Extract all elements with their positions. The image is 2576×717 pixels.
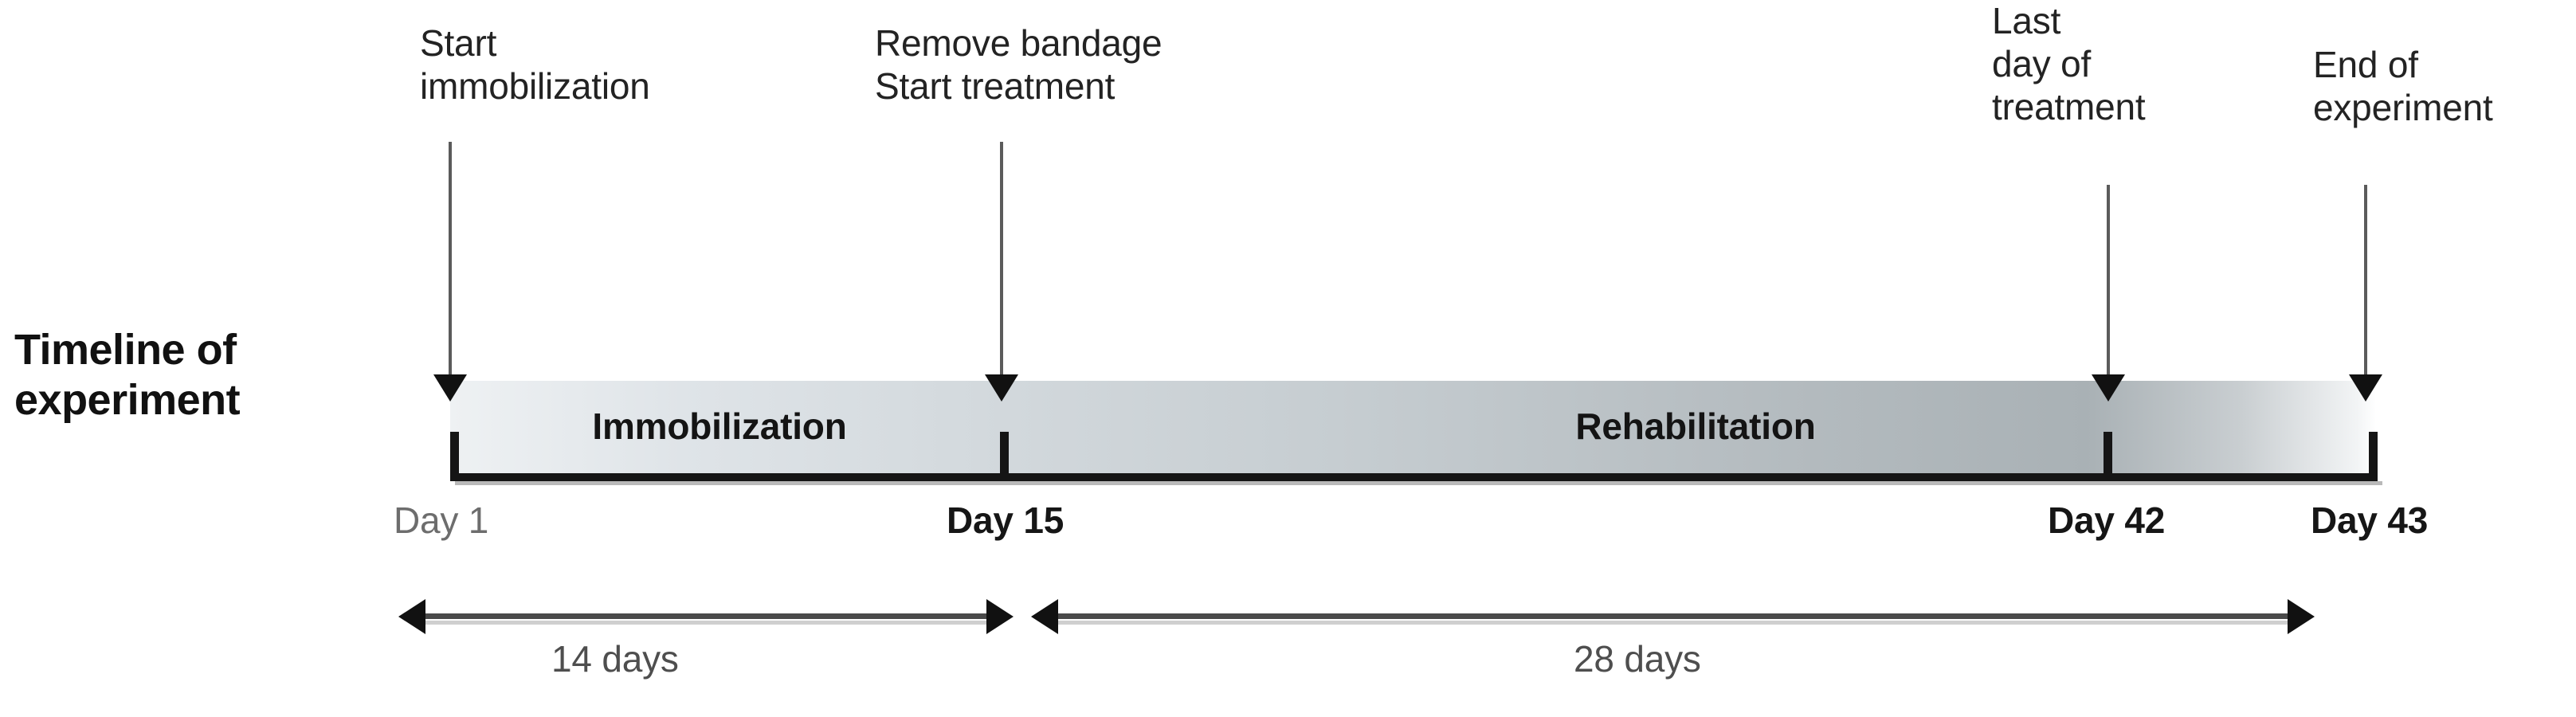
phase-label-rehabilitation: Rehabilitation [1575, 406, 1816, 447]
arrow-down-icon-end-of-experiment [2349, 374, 2382, 402]
measure-14-days-arrow-left-icon [398, 599, 425, 634]
measure-28-days-arrow-left-icon [1031, 599, 1058, 634]
measure-28-days-line [1052, 613, 2294, 619]
timeline-baseline-shadow [455, 481, 2382, 485]
timeline-baseline [450, 473, 2378, 481]
row-label-timeline-of-experiment: Timeline of experiment [14, 326, 241, 425]
callout-end-of-experiment: End of experiment [2313, 44, 2493, 128]
measure-14-days-arrow-right-icon [986, 599, 1014, 634]
day-43-label: Day 43 [2311, 500, 2429, 541]
day-42-label: Day 42 [2048, 500, 2166, 541]
tick-day-43 [2369, 432, 2378, 478]
arrow-down-icon-last-day-of-treatment [2092, 374, 2125, 402]
tick-day-1 [450, 432, 459, 478]
timeline-bar [450, 381, 2376, 475]
leader-line-start-immobilization [449, 142, 452, 374]
leader-line-remove-bandage-start-treatment [1000, 142, 1003, 374]
day-15-label: Day 15 [947, 500, 1065, 541]
callout-last-day-of-treatment: Last day of treatment [1992, 0, 2146, 127]
leader-line-end-of-experiment [2364, 185, 2367, 374]
measure-28-days-label: 28 days [1574, 638, 1701, 680]
arrow-down-icon-remove-bandage-start-treatment [985, 374, 1018, 402]
arrow-down-icon-start-immobilization [433, 374, 467, 402]
leader-line-last-day-of-treatment [2107, 185, 2110, 374]
measure-14-days-line [419, 613, 993, 619]
day-1-label: Day 1 [394, 500, 489, 541]
callout-start-immobilization: Start immobilization [420, 22, 650, 107]
measure-28-days-line-shadow [1055, 621, 2292, 625]
callout-remove-bandage-start-treatment: Remove bandage Start treatment [875, 22, 1163, 107]
measure-28-days-arrow-right-icon [2288, 599, 2315, 634]
measure-14-days-line-shadow [422, 621, 991, 625]
measure-14-days-label: 14 days [551, 638, 679, 680]
tick-day-42 [2104, 432, 2112, 478]
phase-label-immobilization: Immobilization [592, 406, 847, 447]
tick-day-15 [1000, 432, 1009, 478]
